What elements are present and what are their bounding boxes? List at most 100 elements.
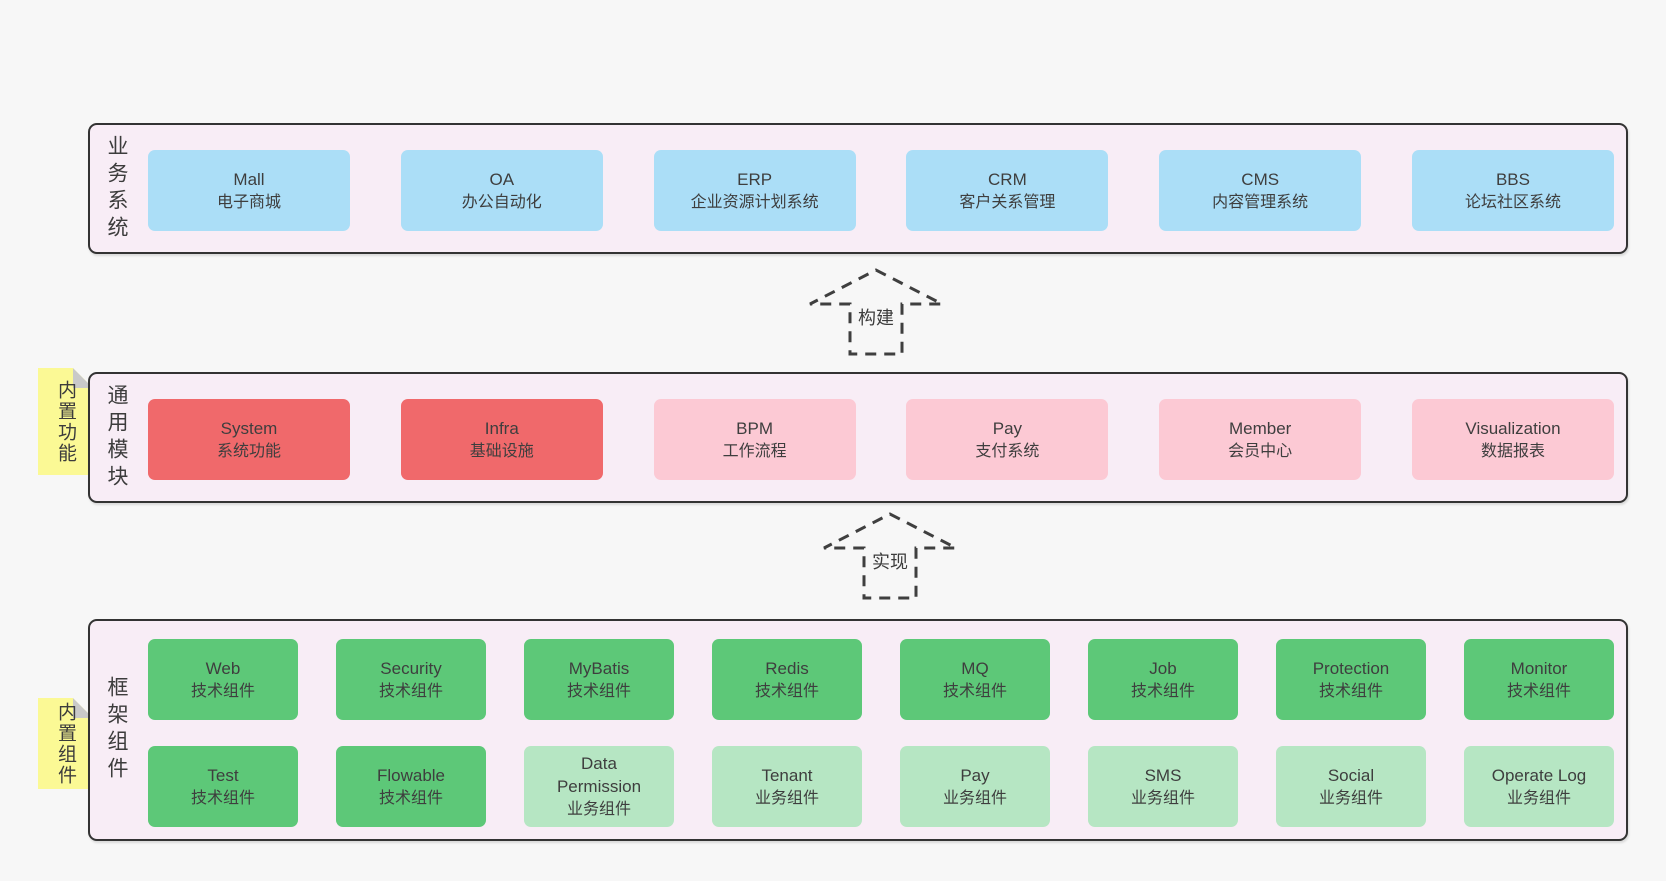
box-title: Visualization xyxy=(1465,418,1561,438)
box-system: System 系统功能 xyxy=(148,399,350,480)
box-title: Redis xyxy=(765,658,809,678)
box-data-permission: Data Permission 业务组件 xyxy=(524,746,674,827)
box-title: SMS xyxy=(1144,765,1182,785)
box-title: Monitor xyxy=(1510,658,1568,678)
box-title: Test xyxy=(207,765,239,785)
box-security: Security 技术组件 xyxy=(336,639,486,720)
box-subtitle: 业务组件 xyxy=(1318,789,1383,807)
box-title: Social xyxy=(1327,765,1375,785)
box-title: Job xyxy=(1149,658,1177,678)
arrow-build: 构建 xyxy=(806,266,946,358)
box-subtitle: 技术组件 xyxy=(190,789,255,807)
box-subtitle: 企业资源计划系统 xyxy=(690,193,819,211)
box-subtitle: 技术组件 xyxy=(378,682,443,700)
box-subtitle: 技术组件 xyxy=(754,682,819,700)
box-tenant: Tenant 业务组件 xyxy=(712,746,862,827)
box-protection: Protection 技术组件 xyxy=(1276,639,1426,720)
box-title: Security xyxy=(380,658,442,678)
box-subtitle: 技术组件 xyxy=(1130,682,1195,700)
band-label: 框架组件 xyxy=(105,676,128,784)
box-subtitle: 业务组件 xyxy=(1130,789,1195,807)
arrow-label: 实现 xyxy=(869,548,911,574)
box-title: Protection xyxy=(1312,658,1390,678)
box-subtitle: 论坛社区系统 xyxy=(1464,193,1561,211)
sticky-note-builtin-features: 内置功能 xyxy=(38,368,93,475)
box-job: Job 技术组件 xyxy=(1088,639,1238,720)
box-title: Operate Log xyxy=(1491,765,1587,785)
box-subtitle: 技术组件 xyxy=(1506,682,1571,700)
box-flowable: Flowable 技术组件 xyxy=(336,746,486,827)
band-common-modules: 通用模块 System 系统功能 Infra 基础设施 BPM 工作流程 Pay… xyxy=(88,372,1628,503)
box-title: Data Permission xyxy=(556,754,642,796)
box-oa: OA 办公自动化 xyxy=(400,150,603,231)
sticky-note-builtin-components: 内置组件 xyxy=(38,698,93,789)
box-operate-log: Operate Log 业务组件 xyxy=(1464,746,1614,827)
box-title: Flowable xyxy=(376,765,446,785)
dashed-up-arrow-icon xyxy=(809,268,943,356)
box-row-tech: Web 技术组件 Security 技术组件 MyBatis 技术组件 Redi… xyxy=(148,639,1614,720)
box-social: Social 业务组件 xyxy=(1276,746,1426,827)
box-title: Web xyxy=(205,658,241,678)
box-title: Pay xyxy=(992,418,1023,438)
box-subtitle: 业务组件 xyxy=(1506,789,1571,807)
box-subtitle: 会员中心 xyxy=(1228,442,1293,460)
box-title: MQ xyxy=(961,658,989,678)
box-title: OA xyxy=(489,169,515,189)
box-erp: ERP 企业资源计划系统 xyxy=(653,150,856,231)
box-title: Tenant xyxy=(761,765,813,785)
box-redis: Redis 技术组件 xyxy=(712,639,862,720)
box-subtitle: 业务组件 xyxy=(754,789,819,807)
box-subtitle: 数据报表 xyxy=(1480,442,1545,460)
box-title: System xyxy=(220,418,278,438)
box-title: Pay xyxy=(960,765,990,785)
box-subtitle: 技术组件 xyxy=(378,789,443,807)
box-bpm: BPM 工作流程 xyxy=(653,399,856,480)
box-title: CRM xyxy=(988,169,1027,189)
box-mall: Mall 电子商城 xyxy=(148,150,350,231)
box-subtitle: 基础设施 xyxy=(469,442,534,460)
box-row: Mall 电子商城 OA 办公自动化 ERP 企业资源计划系统 CRM 客户关系… xyxy=(148,150,1614,231)
note-label: 内置组件 xyxy=(55,701,76,786)
box-title: ERP xyxy=(737,169,773,189)
box-subtitle: 技术组件 xyxy=(190,682,255,700)
box-title: Infra xyxy=(484,418,519,438)
band-label: 业务系统 xyxy=(105,134,128,243)
arrow-implement: 实现 xyxy=(820,510,960,602)
dashed-up-arrow-icon xyxy=(823,512,957,600)
band-business-systems: 业务系统 Mall 电子商城 OA 办公自动化 ERP 企业资源计划系统 CRM… xyxy=(88,123,1628,254)
box-subtitle: 技术组件 xyxy=(942,682,1007,700)
box-title: Member xyxy=(1229,418,1292,438)
box-subtitle: 客户关系管理 xyxy=(959,193,1056,211)
box-member: Member 会员中心 xyxy=(1159,399,1362,480)
box-web: Web 技术组件 xyxy=(148,639,298,720)
box-subtitle: 工作流程 xyxy=(722,442,787,460)
box-row: System 系统功能 Infra 基础设施 BPM 工作流程 Pay 支付系统… xyxy=(148,399,1614,480)
box-monitor: Monitor 技术组件 xyxy=(1464,639,1614,720)
box-subtitle: 技术组件 xyxy=(1318,682,1383,700)
box-subtitle: 技术组件 xyxy=(566,682,631,700)
box-subtitle: 业务组件 xyxy=(942,789,1007,807)
box-cms: CMS 内容管理系统 xyxy=(1159,150,1362,231)
box-title: BPM xyxy=(736,418,774,438)
arrow-label: 构建 xyxy=(855,304,897,330)
box-subtitle: 业务组件 xyxy=(566,801,631,818)
band-label: 通用模块 xyxy=(105,383,128,492)
band-framework-components: 框架组件 Web 技术组件 Security 技术组件 MyBatis 技术组件… xyxy=(88,619,1628,841)
box-sms: SMS 业务组件 xyxy=(1088,746,1238,827)
box-pay-component: Pay 业务组件 xyxy=(900,746,1050,827)
box-subtitle: 电子商城 xyxy=(216,193,281,211)
box-infra: Infra 基础设施 xyxy=(400,399,603,480)
box-title: BBS xyxy=(1495,169,1530,189)
box-visualization: Visualization 数据报表 xyxy=(1411,399,1614,480)
box-title: MyBatis xyxy=(568,658,630,678)
note-label: 内置功能 xyxy=(55,379,76,464)
box-mybatis: MyBatis 技术组件 xyxy=(524,639,674,720)
box-subtitle: 内容管理系统 xyxy=(1212,193,1309,211)
box-mq: MQ 技术组件 xyxy=(900,639,1050,720)
box-row-business: Test 技术组件 Flowable 技术组件 Data Permission … xyxy=(148,746,1614,827)
box-subtitle: 办公自动化 xyxy=(461,193,542,211)
box-bbs: BBS 论坛社区系统 xyxy=(1411,150,1614,231)
box-title: Mall xyxy=(233,169,265,189)
box-subtitle: 系统功能 xyxy=(216,442,281,460)
